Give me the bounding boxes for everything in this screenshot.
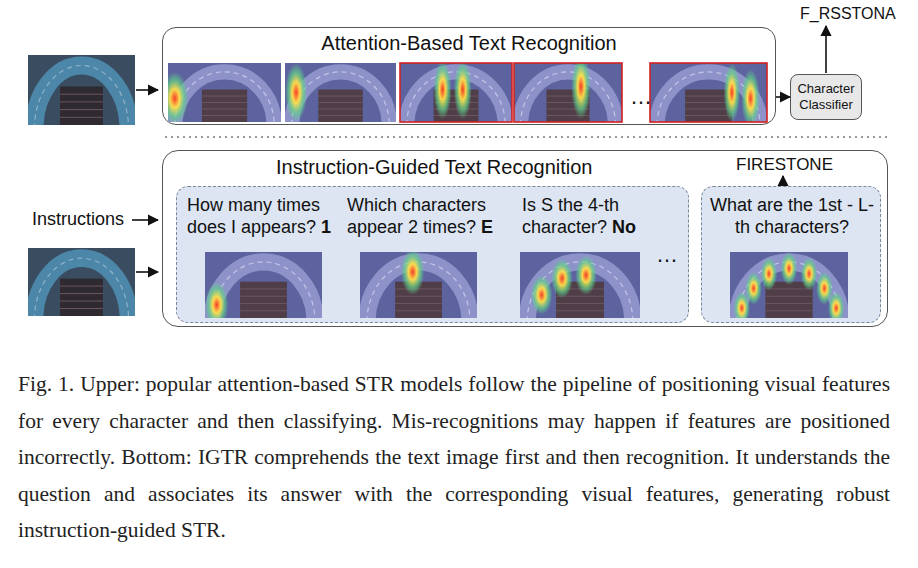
- question-text: How many times does I appears?: [187, 195, 320, 237]
- instruction-arrow: [132, 219, 158, 221]
- question-text: What are the 1st - L-th characters?: [710, 195, 874, 237]
- input-text-image: [28, 248, 135, 316]
- box-title: Attention-Based Text Recognition: [163, 32, 775, 55]
- prediction-text: F_RSSTONA: [800, 5, 896, 23]
- question-block: What are the 1st - L-th characters?: [707, 194, 877, 238]
- input-text-image: [28, 55, 135, 125]
- ellipsis: …: [656, 242, 678, 268]
- question-block: How many times does I appears?1: [187, 194, 347, 238]
- stage-box: Instruction-Guided Text RecognitionHow m…: [162, 150, 888, 327]
- stage-box: Attention-Based Text Recognition: [162, 27, 776, 125]
- figure-caption: Fig. 1. Upper: popular attention-based S…: [18, 366, 890, 549]
- prediction-text: FIRESTONE: [736, 155, 833, 175]
- box-title: Instruction-Guided Text Recognition: [276, 156, 592, 179]
- question-group: What are the 1st - L-th characters?: [701, 186, 881, 323]
- question-block: Is S the 4-th character?No: [522, 194, 662, 238]
- question-text: Which characters appear 2 times?: [347, 195, 486, 237]
- answer-text: 1: [321, 217, 331, 237]
- flow-arrow: [776, 96, 790, 98]
- output-arrow: [825, 26, 827, 73]
- input-arrow: [136, 271, 158, 273]
- separator-line: [165, 136, 890, 138]
- question-group: How many times does I appears?1Which cha…: [176, 186, 689, 323]
- classifier-box: Character Classifier: [790, 74, 862, 120]
- box-label: Character Classifier: [792, 81, 860, 113]
- ellipsis: …: [630, 84, 652, 110]
- answer-text: E: [481, 217, 493, 237]
- answer-text: No: [612, 217, 636, 237]
- question-text: Is S the 4-th character?: [522, 195, 619, 237]
- question-block: Which characters appear 2 times?E: [347, 194, 512, 238]
- input-label: Instructions: [32, 209, 124, 230]
- input-arrow: [136, 89, 158, 91]
